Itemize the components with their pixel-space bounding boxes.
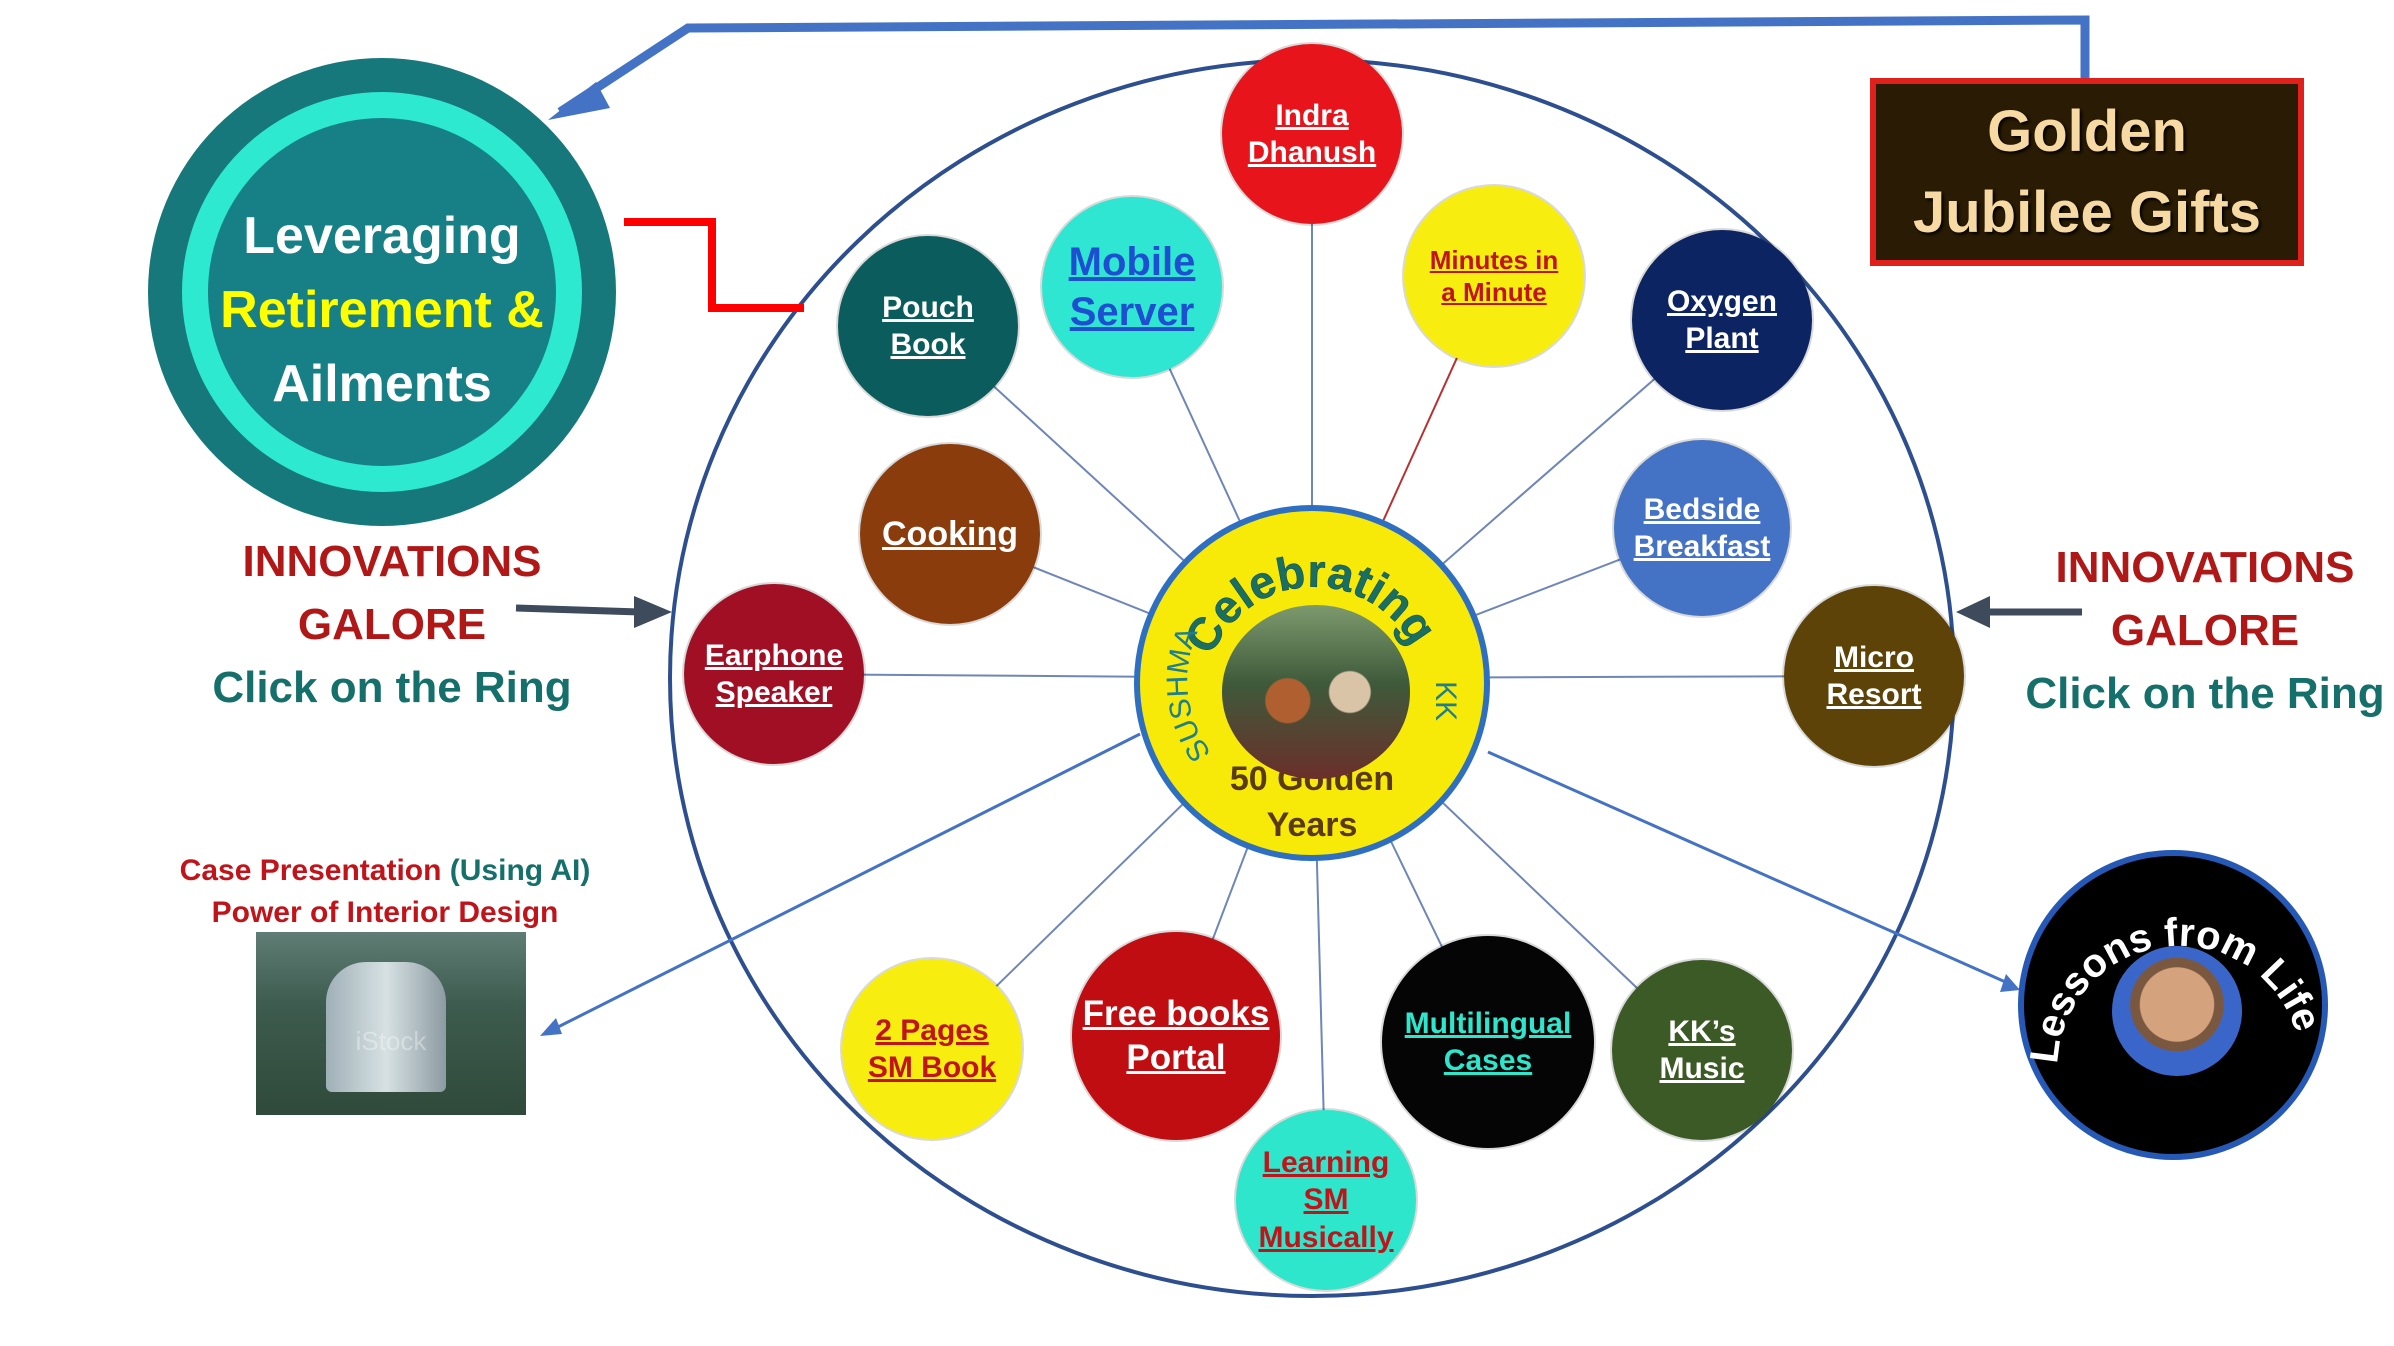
case-caption-ai: (Using AI)	[449, 854, 591, 887]
ring-item-label: SM	[1303, 1183, 1349, 1217]
right-note-line2: GALORE	[2110, 606, 2300, 655]
gift-arrow-head	[548, 82, 610, 120]
ring-item-label: Portal	[1126, 1038, 1226, 1077]
leveraging-retirement-ring[interactable]: Leveraging Retirement & Ailments	[148, 58, 616, 526]
ring-item-label: Plant	[1685, 322, 1759, 355]
left-note-line3: Click on the Ring	[212, 663, 572, 712]
right-note-line3: Click on the Ring	[2025, 669, 2385, 718]
ring-item-label: Free books	[1082, 994, 1270, 1034]
ring-item-label: Bedside	[1643, 492, 1761, 526]
left-arrow-line	[515, 604, 641, 616]
ring-item-label: Learning	[1262, 1145, 1390, 1179]
gift-line2: Jubilee Gifts	[1912, 180, 2262, 245]
ring-item-label: Earphone	[704, 638, 844, 672]
leveraging-line1: Leveraging	[243, 207, 521, 265]
ring-item-cooking[interactable]: Cooking	[860, 444, 1040, 624]
ring-item-label: Cooking	[882, 514, 1018, 553]
ring-item-label: Mobile	[1068, 240, 1196, 284]
celebrating-center-badge[interactable]: Celebrating SUSHMA KK 50 Golden Years	[1134, 505, 1490, 861]
ring-item-label: Oxygen	[1666, 284, 1778, 318]
right-innovations-note: INNOVATIONS GALORE Click on the Ring	[2016, 540, 2394, 721]
leveraging-ring-band: Leveraging Retirement & Ailments	[182, 92, 582, 492]
portrait-image	[2112, 946, 2242, 1076]
ring-item-label: Dhanush	[1247, 136, 1377, 169]
building-image	[326, 962, 446, 1092]
left-innovations-note: INNOVATIONS GALORE Click on the Ring	[212, 534, 572, 715]
case-caption-line1: Case Presentation (Using AI)	[150, 852, 620, 890]
ring-item-label: Book	[890, 328, 966, 361]
case-caption-line2: Power of Interior Design	[211, 895, 559, 929]
case-arrow-head	[540, 1018, 562, 1036]
ring-item-label: Indra	[1275, 98, 1349, 132]
right-arrow-head	[1956, 596, 1990, 628]
lessons-from-life-button[interactable]: Lessons from Life	[2018, 850, 2328, 1160]
right-note-line1: INNOVATIONS	[2055, 543, 2355, 592]
stock-watermark: iStock	[355, 1026, 427, 1056]
golden-jubilee-gifts-button[interactable]: Golden Jubilee Gifts	[1870, 78, 2304, 266]
left-arrow-head	[634, 596, 672, 628]
lessons-arrow-line	[1487, 750, 2011, 986]
red-connector-line	[624, 218, 804, 312]
ring-item-label: Pouch	[882, 290, 974, 324]
gift-arrow-line	[557, 15, 2090, 116]
left-note-line2: GALORE	[297, 600, 487, 649]
leveraging-ring-core: Leveraging Retirement & Ailments	[208, 118, 556, 466]
ring-item-twopages[interactable]: 2 Pages SM Book	[842, 959, 1022, 1139]
ring-item-label: Resort	[1826, 678, 1922, 711]
case-presentation-caption: Case Presentation (Using AI) Power of In…	[150, 852, 620, 931]
kk-text: KK	[1429, 681, 1462, 721]
left-note-line1: INNOVATIONS	[242, 537, 542, 586]
golden-years-line2: Years	[1266, 805, 1358, 844]
ring-item-label: Speaker	[715, 676, 833, 709]
ring-item-label: Multilingual	[1404, 1006, 1572, 1040]
ring-item-label: KK’s	[1668, 1014, 1736, 1048]
ring-item-label: Breakfast	[1633, 530, 1771, 563]
ring-item-label: Musically	[1258, 1220, 1394, 1254]
interior-design-photo[interactable]: iStock	[256, 932, 526, 1115]
ring-item-label: SM Book	[867, 1051, 997, 1084]
case-arrow-line	[551, 732, 1141, 1032]
ring-item-label: Minutes in	[1429, 244, 1559, 275]
ring-item-label: Micro	[1833, 640, 1914, 674]
lessons-arrow-head	[2000, 974, 2020, 992]
leveraging-line2: Retirement &	[220, 281, 544, 339]
ring-item-label: Cases	[1443, 1044, 1533, 1077]
ring-item-label: Server	[1069, 290, 1195, 334]
ring-item-label: Music	[1659, 1052, 1745, 1085]
leveraging-line3: Ailments	[272, 355, 492, 413]
couple-photo	[1222, 605, 1410, 779]
ring-item-label: 2 Pages	[875, 1013, 989, 1047]
case-caption-label: Case Presentation	[179, 854, 450, 887]
gift-line1: Golden	[1987, 98, 2187, 164]
ring-item-label: a Minute	[1441, 277, 1547, 307]
